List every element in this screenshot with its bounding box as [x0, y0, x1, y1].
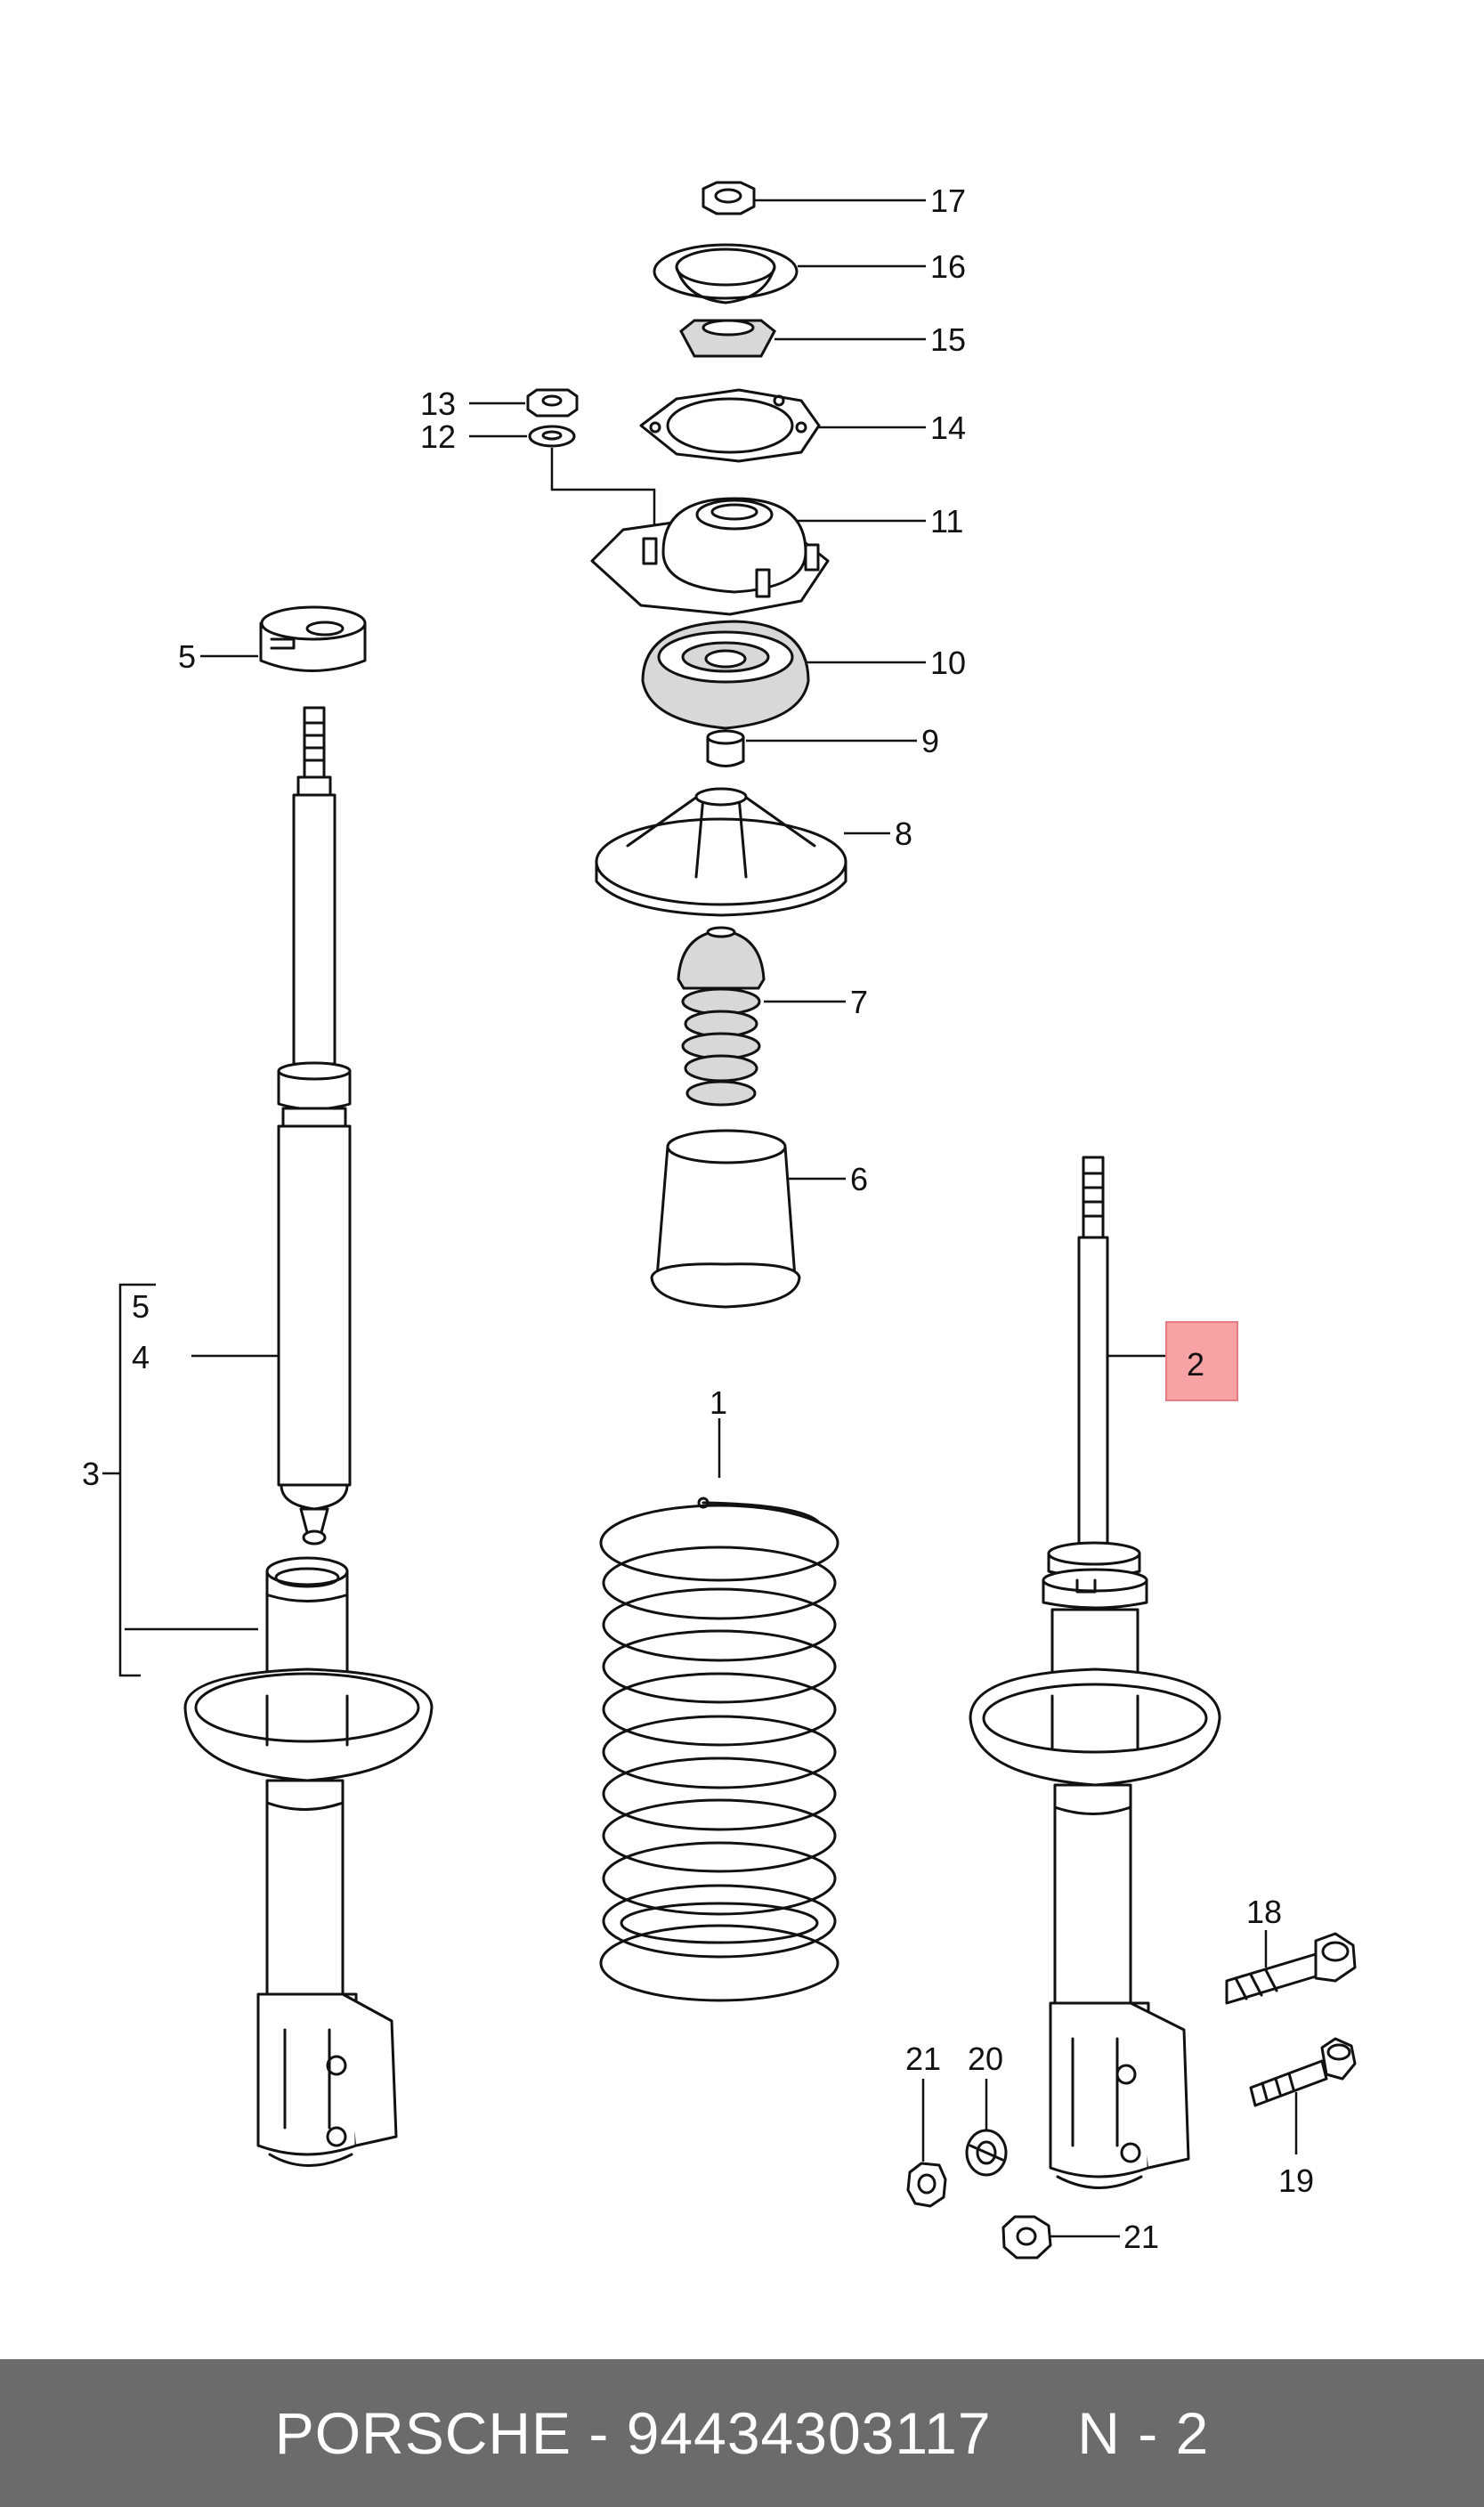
nut-part-21-upper — [906, 2162, 947, 2208]
callout-8: 8 — [895, 815, 912, 852]
callout-18: 18 — [1246, 1894, 1282, 1930]
callout-2: 2 — [1187, 1346, 1204, 1383]
strut-housing-left — [183, 1556, 434, 2167]
bracket-part-3 — [118, 1283, 156, 1677]
bump-stop-part-7 — [677, 926, 766, 1107]
callout-20: 20 — [968, 2040, 1003, 2077]
strut-assembly-part-2 — [969, 1156, 1221, 2189]
nut-part-17 — [701, 181, 756, 215]
lock-washer-part-12 — [528, 425, 576, 448]
callout-5-top: 5 — [178, 638, 196, 675]
spring-plate-part-8 — [595, 787, 847, 917]
nut-part-13 — [526, 388, 579, 418]
callout-13: 13 — [420, 385, 456, 422]
callout-1: 1 — [710, 1384, 727, 1421]
shock-insert-part-4 — [277, 706, 352, 1546]
footer-part-number-text: PORSCHE - 94434303117 N - 2 — [274, 2400, 1210, 2466]
washer-part-20 — [965, 2129, 1008, 2177]
callout-10: 10 — [930, 645, 966, 681]
callout-12: 12 — [420, 418, 456, 455]
callout-16: 16 — [930, 248, 966, 285]
leader-12-to-11 — [550, 448, 656, 530]
highlight-box-part-2 — [1165, 1321, 1238, 1401]
callout-19: 19 — [1278, 2162, 1314, 2199]
callout-4: 4 — [132, 1339, 150, 1375]
callout-3: 3 — [82, 1456, 100, 1492]
dust-boot-part-6 — [650, 1129, 801, 1309]
strut-mount-part-11 — [590, 497, 830, 616]
bearing-part-10 — [641, 620, 810, 730]
callout-6: 6 — [850, 1161, 868, 1197]
callout-17: 17 — [930, 183, 966, 219]
callout-5-bracket: 5 — [132, 1288, 150, 1325]
callout-9: 9 — [921, 723, 939, 759]
spacer-part-9 — [706, 729, 745, 767]
cup-washer-part-16 — [653, 243, 799, 304]
bolt-part-19 — [1249, 2037, 1357, 2107]
bolt-part-18 — [1225, 1932, 1357, 2005]
callout-21-lower: 21 — [1123, 2219, 1159, 2255]
nut-part-21-lower — [1001, 2215, 1052, 2260]
callout-11: 11 — [930, 503, 963, 540]
footer-bar: PORSCHE - 94434303117 N - 2 — [0, 2359, 1484, 2507]
callout-14: 14 — [930, 410, 966, 446]
callout-15: 15 — [930, 321, 966, 358]
callout-21-upper: 21 — [905, 2040, 941, 2077]
exploded-parts-diagram: 17 16 15 14 13 12 11 10 9 8 7 6 1 5 5 4 … — [82, 181, 1357, 2260]
gasket-plate-part-14 — [639, 388, 821, 463]
gland-nut-part-5 — [259, 605, 367, 672]
bushing-part-15 — [679, 319, 776, 358]
coil-spring-part-1 — [599, 1497, 839, 2002]
callout-7: 7 — [850, 984, 868, 1020]
